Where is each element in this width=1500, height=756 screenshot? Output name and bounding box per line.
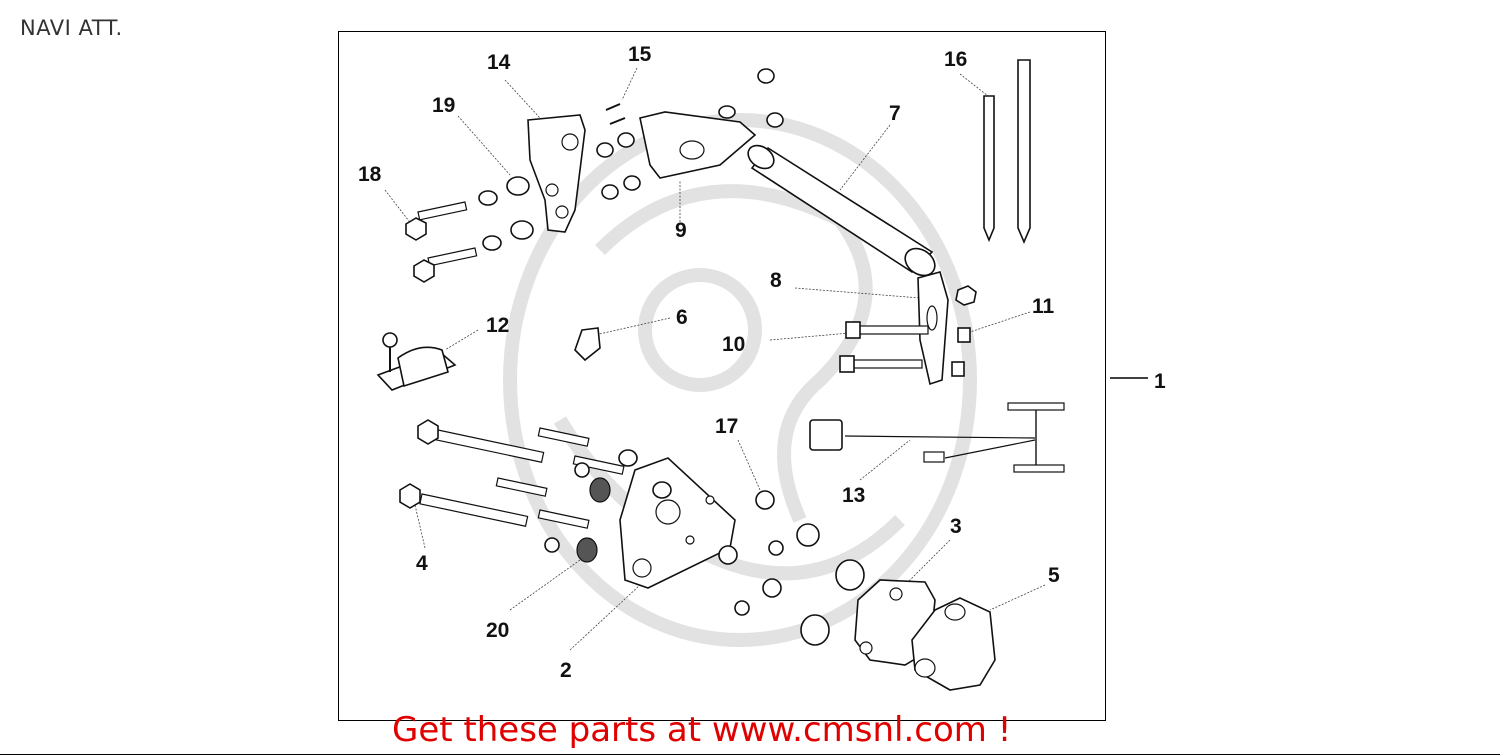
callout-1: 1 [1154,370,1166,393]
callout-18: 18 [358,163,382,186]
part-20-dampers [576,477,611,563]
part-5-clamp [911,597,996,691]
part-15-screws [605,103,626,125]
callout-labels: 1 2 3 4 5 6 7 8 9 10 11 12 13 14 15 16 1… [358,43,1166,682]
part-7-tube [747,144,936,277]
part-8-bracket [917,271,977,386]
callout-17: 17 [715,415,738,438]
callout-15: 15 [628,43,652,66]
part-19-spacers [478,68,784,251]
callout-5: 5 [1048,564,1060,587]
callout-2: 2 [560,659,572,682]
part-13-harness [809,402,1065,473]
cmsnl-parts-link[interactable]: Get these parts at www.cmsnl.com ! [392,710,1012,750]
callout-8: 8 [770,269,782,292]
callout-7: 7 [889,102,901,125]
part-11-nuts [951,327,971,377]
callout-10: 10 [722,333,745,356]
part-6-clip [574,327,601,362]
part-9-bracket [639,111,757,179]
part-16-cable-ties [983,59,1031,245]
part-18-bolts [405,201,478,283]
part-10-bolts [839,321,929,373]
part-14-bracket [527,114,586,233]
leader-lines [384,67,1148,651]
part-12-holder [376,332,457,391]
callout-6: 6 [676,306,688,329]
callout-12: 12 [486,314,509,337]
callout-16: 16 [944,48,967,71]
callout-4: 4 [416,552,428,575]
callout-14: 14 [487,51,511,74]
callout-19: 19 [432,94,455,117]
page-title: NAVI ATT. [20,16,123,40]
part-17-spacers [544,449,865,646]
diagram-frame [338,31,1106,721]
part-4-bolts [399,419,625,529]
watermark-logo [503,113,977,647]
callout-11: 11 [1032,295,1055,318]
callout-20: 20 [486,619,509,642]
part-2-plate [619,457,736,589]
callout-9: 9 [675,219,687,242]
callout-3: 3 [950,515,962,538]
callout-13: 13 [842,484,865,507]
bottom-divider [0,754,1500,755]
